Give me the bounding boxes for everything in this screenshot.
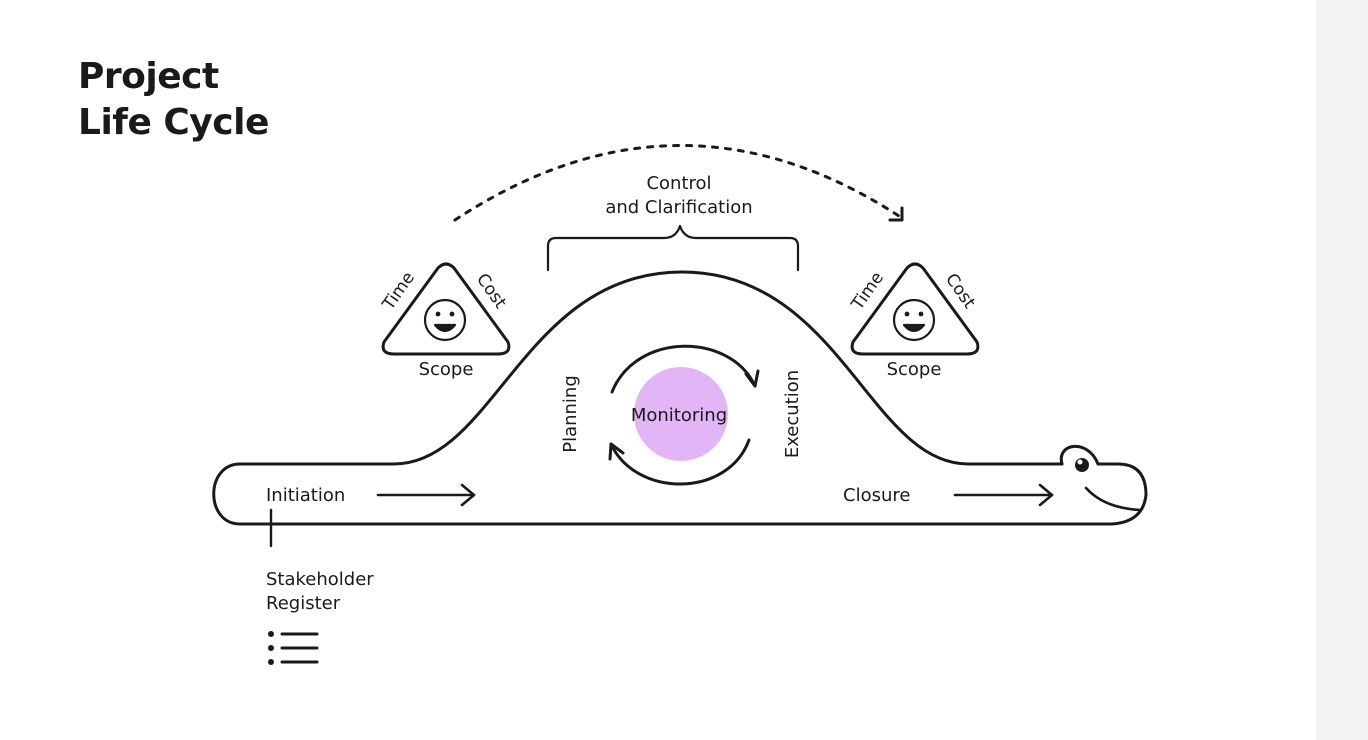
triangle-left-cost: Cost [472,270,510,313]
triangle-right-cost: Cost [941,270,979,313]
control-label-line-2: and Clarification [605,197,752,218]
planning-label: Planning [560,375,581,453]
life-cycle-diagram: Control and Clarification Initiation Clo… [212,144,1148,665]
control-brace [546,224,800,272]
control-dashed-arc [453,144,904,222]
canvas [0,0,1316,740]
smiley-face-icon [892,298,936,342]
cycle-arrow-top-icon [610,344,760,394]
triangle-constraint-right: Time Cost Scope [847,262,980,380]
triangle-right-scope: Scope [887,359,942,380]
page-title: Project Life Cycle [78,54,269,146]
stakeholder-label-line-1: Stakeholder [266,569,374,590]
closure-label: Closure [843,485,910,506]
character-face-icon [1059,444,1142,512]
triangle-shape [850,262,980,356]
control-label-line-1: Control [646,173,711,194]
triangle-right-time: Time [847,268,888,314]
cycle-arrow-bottom-icon [608,438,751,486]
monitoring-circle [634,367,728,461]
stakeholder-label-line-2: Register [266,593,341,614]
triangle-left-scope: Scope [419,359,474,380]
triangle-left-time: Time [378,268,419,314]
triangle-constraint-left: Time Cost Scope [378,262,511,380]
initiation-arrow [376,483,476,507]
life-cycle-track [212,270,1148,526]
title-line-1: Project [78,56,219,97]
initiation-label: Initiation [266,485,345,506]
list-icon [268,631,319,665]
execution-label: Execution [782,370,803,458]
title-line-2: Life Cycle [78,102,269,143]
triangle-shape [381,262,511,356]
monitoring-label: Monitoring [631,405,727,426]
closure-arrow [953,483,1054,507]
control-dashed-arrowhead [888,206,904,222]
smiley-face-icon [423,298,467,342]
